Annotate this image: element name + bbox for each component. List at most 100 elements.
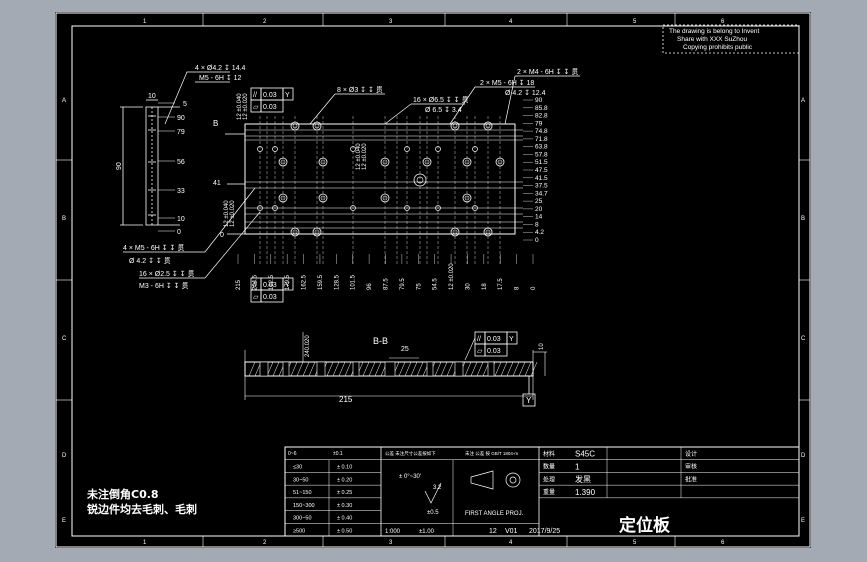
section-hole-1 bbox=[282, 361, 290, 377]
tb-tol-range-5: ≥500 bbox=[293, 528, 305, 534]
hole-inner-12 bbox=[464, 159, 470, 165]
section-hole-6 bbox=[454, 361, 464, 377]
tb-value-1: 1 bbox=[575, 462, 580, 471]
tb-projection: FIRST ANGLE PROJ. bbox=[465, 511, 524, 517]
hatch bbox=[344, 361, 352, 377]
section-hole-3 bbox=[352, 361, 360, 377]
hole-inner-7 bbox=[485, 229, 491, 235]
zone-row-left-D: D bbox=[62, 453, 67, 459]
hole-16 bbox=[380, 193, 390, 203]
hole-11 bbox=[422, 157, 432, 167]
note-2: 锐边件均去毛刺、毛刺 bbox=[87, 502, 197, 516]
hole-6 bbox=[450, 227, 460, 237]
note-1: 未注倒角C0.8 bbox=[86, 487, 159, 501]
hatch bbox=[398, 361, 406, 377]
hatch bbox=[530, 361, 538, 377]
tol-text-1-1: 0.03 bbox=[263, 104, 277, 111]
roughness-symbol bbox=[424, 482, 442, 504]
section-dim-25: 25 bbox=[401, 346, 409, 353]
projection-cone bbox=[470, 470, 494, 490]
section-dim-10: 10 bbox=[539, 343, 545, 350]
projection-circle bbox=[505, 472, 521, 488]
pin-hole-10 bbox=[435, 205, 441, 211]
right-scale-17: 4.2 bbox=[535, 229, 544, 236]
zone-col-bottom-3: 3 bbox=[389, 540, 393, 546]
bottom-scale-11: 75 bbox=[416, 283, 422, 290]
tb-header-1: 公差 未注尺寸公差按如下 bbox=[385, 450, 436, 457]
hole-inner-3 bbox=[485, 123, 491, 129]
dim-left-1: 12 ±0.040 bbox=[237, 93, 243, 120]
hatch bbox=[500, 361, 508, 377]
side-scale-label-1: 90 bbox=[177, 115, 185, 122]
tb-tol-header-0: 0~6 bbox=[288, 451, 297, 457]
callout-tl1: 4 × Ø4.2 ↧ 14.4 bbox=[195, 64, 246, 72]
hole-inner-11 bbox=[424, 159, 430, 165]
zone-col-top-5: 5 bbox=[633, 19, 637, 25]
hole-inner-10 bbox=[382, 159, 388, 165]
side-scale-label-5: 10 bbox=[177, 216, 185, 223]
tb-outline bbox=[284, 446, 800, 537]
tb-tol-header-1: ±0.1 bbox=[333, 451, 343, 457]
hole-10 bbox=[380, 157, 390, 167]
callout-bl4: M3 - 6H ↧ ↧ 贯 bbox=[139, 282, 188, 290]
tb-tol-value-5: ± 0.50 bbox=[337, 528, 352, 534]
right-scale-14: 20 bbox=[535, 206, 543, 213]
tol-text-0-0: // bbox=[477, 336, 481, 343]
pin-hole-4 bbox=[435, 146, 441, 152]
bottom-scale-16: 17.5 bbox=[498, 278, 504, 290]
section-hole-0 bbox=[259, 361, 269, 377]
tb-scale-0: 1:000 bbox=[385, 529, 401, 535]
right-scale-6: 63.8 bbox=[535, 144, 548, 151]
datum-y: Y bbox=[522, 376, 536, 407]
right-scale-13: 25 bbox=[535, 198, 543, 205]
tb-sheet-no: 12 bbox=[489, 528, 497, 535]
hole-inner-14 bbox=[280, 195, 286, 201]
right-scale-3: 79 bbox=[535, 120, 543, 127]
hole-9 bbox=[318, 157, 328, 167]
center-hole bbox=[413, 173, 427, 187]
section-hole-7 bbox=[487, 361, 495, 377]
right-scale-11: 37.5 bbox=[535, 183, 548, 190]
bottom-scale-6: 128.5 bbox=[334, 274, 340, 290]
hatch bbox=[410, 361, 418, 377]
bottom-scale-17: 8 bbox=[515, 286, 521, 290]
zone-row-right-E: E bbox=[801, 518, 805, 524]
notice-box: The drawing is belong to Invent Share wi… bbox=[662, 24, 800, 54]
hatch bbox=[464, 361, 472, 377]
label-41: 41 bbox=[213, 180, 221, 187]
right-scale-15: 14 bbox=[535, 214, 543, 221]
hole-inner-13 bbox=[497, 159, 503, 165]
tb-signer-0: 设计 bbox=[685, 450, 697, 458]
hatch bbox=[524, 361, 532, 377]
callout-tl2: M5 - 6H ↧ 12 bbox=[199, 74, 242, 82]
tb-label-2: 处理 bbox=[543, 475, 555, 483]
zone-row-right-A: A bbox=[801, 98, 805, 104]
hatch bbox=[416, 361, 424, 377]
tb-tol-range-4: 300~50 bbox=[293, 516, 312, 522]
tb-part-name: 定位板 bbox=[619, 515, 671, 536]
bottom-scale-2: 192.5 bbox=[269, 274, 275, 290]
section-hole-5 bbox=[426, 361, 434, 377]
tol-cell bbox=[260, 289, 284, 303]
tb-signer-2: 批准 bbox=[685, 475, 697, 483]
hatch bbox=[404, 361, 412, 377]
tb-tol-value-2: ± 0.25 bbox=[337, 490, 352, 496]
hatch bbox=[302, 361, 310, 377]
section-view bbox=[244, 332, 547, 400]
zone-row-left-B: B bbox=[62, 216, 66, 222]
dim-mid-1: 12 ±0.040 bbox=[356, 143, 362, 170]
notice-line-2: Share with XXX SuZhou bbox=[677, 36, 747, 43]
hole-inner-15 bbox=[320, 195, 326, 201]
hole-inner-6 bbox=[452, 229, 458, 235]
center-hole-inner bbox=[416, 176, 424, 184]
right-scale-0: 90 bbox=[535, 97, 543, 104]
side-scale-label-3: 56 bbox=[177, 159, 185, 166]
hatch bbox=[368, 361, 376, 377]
hatch bbox=[518, 361, 526, 377]
side-scale-label-6: 0 bbox=[177, 229, 181, 236]
right-scale-7: 57.8 bbox=[535, 151, 548, 158]
zone-col-top-6: 6 bbox=[721, 19, 725, 25]
pin-hole-7 bbox=[272, 205, 278, 211]
